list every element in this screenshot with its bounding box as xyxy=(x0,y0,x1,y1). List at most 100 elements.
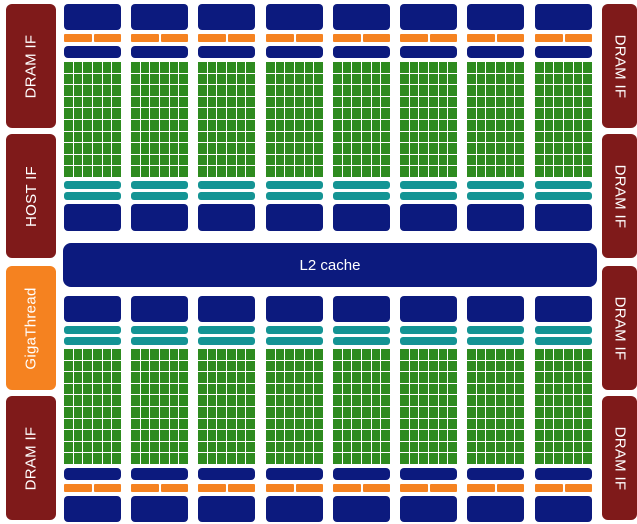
cuda-core xyxy=(304,154,314,166)
core-grid xyxy=(467,349,524,464)
shared-memory-block xyxy=(266,204,323,231)
cuda-core xyxy=(583,383,592,395)
cuda-core xyxy=(486,372,495,383)
cuda-core xyxy=(198,383,207,395)
cuda-core xyxy=(342,395,352,406)
cuda-core xyxy=(246,154,255,166)
cuda-core xyxy=(467,453,476,464)
cuda-core xyxy=(207,383,217,395)
cuda-core xyxy=(246,131,255,143)
cuda-core xyxy=(583,143,592,154)
cuda-core xyxy=(496,73,505,85)
cuda-core xyxy=(333,143,342,154)
core-grid xyxy=(467,62,524,177)
cuda-core xyxy=(438,360,448,372)
cuda-core xyxy=(476,85,486,96)
cuda-core xyxy=(112,407,121,418)
cuda-core xyxy=(381,349,390,360)
cuda-core xyxy=(535,85,544,96)
cuda-core xyxy=(102,108,112,119)
sm-bottom-2 xyxy=(131,296,188,522)
cuda-core xyxy=(112,395,121,406)
cuda-core xyxy=(179,62,188,73)
teal-bar xyxy=(198,337,255,345)
cuda-core xyxy=(515,120,524,131)
cuda-core xyxy=(419,73,428,85)
cuda-core xyxy=(342,407,352,418)
sm-top-5 xyxy=(333,4,390,231)
cuda-core xyxy=(409,143,419,154)
cuda-core xyxy=(83,62,92,73)
cuda-core xyxy=(102,360,112,372)
cuda-core xyxy=(93,453,102,464)
instruction-cache-block xyxy=(467,496,524,522)
navy-bar xyxy=(400,468,457,480)
cuda-core xyxy=(583,360,592,372)
cuda-core xyxy=(409,453,419,464)
cuda-core xyxy=(352,430,361,441)
cuda-core xyxy=(83,407,92,418)
cuda-core xyxy=(314,62,323,73)
core-grid xyxy=(400,62,457,177)
cuda-core xyxy=(198,430,207,441)
cuda-core xyxy=(314,349,323,360)
cuda-core xyxy=(179,73,188,85)
cuda-core xyxy=(169,430,179,441)
cuda-core xyxy=(476,108,486,119)
teal-bar xyxy=(198,192,255,200)
core-grid xyxy=(198,62,255,177)
cuda-core xyxy=(583,85,592,96)
shared-memory-block xyxy=(64,296,121,322)
cuda-core xyxy=(544,108,554,119)
cuda-core xyxy=(314,430,323,441)
right-label-dram-if-1: DRAM IF xyxy=(611,34,629,98)
cuda-core xyxy=(227,441,236,453)
cuda-core xyxy=(352,349,361,360)
cuda-core xyxy=(83,131,92,143)
cuda-core xyxy=(304,430,314,441)
cuda-core xyxy=(419,143,428,154)
cuda-core xyxy=(544,73,554,85)
orange-unit xyxy=(333,34,361,42)
cuda-core xyxy=(227,73,236,85)
cuda-core xyxy=(266,131,275,143)
cuda-core xyxy=(236,85,246,96)
cuda-core xyxy=(160,108,169,119)
cuda-core xyxy=(140,96,150,108)
cuda-core xyxy=(227,131,236,143)
cuda-core xyxy=(207,360,217,372)
cuda-core xyxy=(93,96,102,108)
cuda-core xyxy=(564,395,573,406)
cuda-core xyxy=(564,62,573,73)
cuda-core xyxy=(295,360,304,372)
cuda-core xyxy=(207,154,217,166)
cuda-core xyxy=(102,349,112,360)
cuda-core xyxy=(352,154,361,166)
sm-top-2 xyxy=(131,4,188,231)
cuda-core xyxy=(554,73,563,85)
cuda-core xyxy=(448,120,457,131)
cuda-core xyxy=(409,395,419,406)
cuda-core xyxy=(93,85,102,96)
cuda-core xyxy=(515,85,524,96)
cuda-core xyxy=(150,154,159,166)
cuda-core xyxy=(505,85,515,96)
cuda-core xyxy=(554,108,563,119)
cuda-core xyxy=(333,73,342,85)
cuda-core xyxy=(266,441,275,453)
cuda-core xyxy=(429,418,438,430)
cuda-core xyxy=(409,360,419,372)
cuda-core xyxy=(486,85,495,96)
cuda-core xyxy=(333,349,342,360)
cuda-core xyxy=(419,131,428,143)
cuda-core xyxy=(314,108,323,119)
cuda-core xyxy=(150,360,159,372)
cuda-core xyxy=(419,166,428,177)
cuda-core xyxy=(515,418,524,430)
cuda-core xyxy=(515,143,524,154)
orange-unit xyxy=(93,34,121,42)
cuda-core xyxy=(304,360,314,372)
teal-bar xyxy=(467,192,524,200)
cuda-core xyxy=(371,143,381,154)
cuda-core xyxy=(554,418,563,430)
